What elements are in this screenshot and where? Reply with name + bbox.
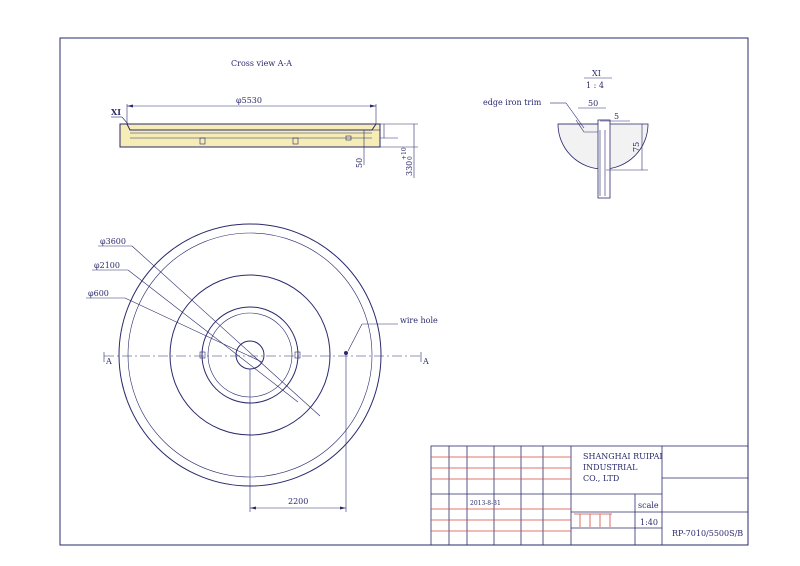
dim-3600: φ3600 <box>100 237 126 246</box>
section-mark-right: A <box>422 357 429 366</box>
cross-section-view: φ5530 XI 50 330 +100 <box>111 96 418 178</box>
scale-value: 1:40 <box>640 518 658 527</box>
dim-overall-dia: φ5530 <box>236 96 262 105</box>
wire-hole-label: wire hole <box>400 316 438 325</box>
detail-dim-5: 5 <box>614 112 619 121</box>
company-line1: SHANGHAI RUIPAI <box>583 452 663 461</box>
section-body-fill <box>119 123 381 148</box>
scale-label: scale <box>638 501 659 510</box>
detail-view: XI 1 : 4 edge iron trim 50 5 75 <box>483 69 649 199</box>
dim-radius: 2200 <box>288 497 308 506</box>
detail-dim-75: 75 <box>632 142 641 152</box>
detail-scale: 1 : 4 <box>586 81 604 90</box>
company-line3: CO., LTD <box>583 474 619 483</box>
sheet-frame <box>59 37 749 546</box>
company-line2: INDUSTRIAL <box>583 463 638 472</box>
title-block: SHANGHAI RUIPAI INDUSTRIAL CO., LTD 2013… <box>430 445 749 546</box>
dim-600: φ600 <box>88 289 109 298</box>
dim-height-tol: +100 <box>401 147 414 160</box>
detail-dim-50: 50 <box>588 99 598 108</box>
wire-hole <box>344 351 348 355</box>
drawing-number: RP-7010/5500S/B <box>672 529 743 538</box>
dim-height: 330 <box>405 161 414 176</box>
dim-2100: φ2100 <box>94 261 120 270</box>
detail-label: XI <box>592 69 601 78</box>
dim-depth-small: 50 <box>355 158 364 168</box>
section-mark-left: A <box>105 357 112 366</box>
edge-trim-label: edge iron trim <box>483 98 542 107</box>
cross-view-title: Cross view A-A <box>231 59 292 68</box>
marker-xi: XI <box>111 107 121 117</box>
plan-view: A A φ3600 φ2100 φ600 wire hole 2200 <box>86 223 438 512</box>
title-date: 2013-8-31 <box>470 500 501 507</box>
